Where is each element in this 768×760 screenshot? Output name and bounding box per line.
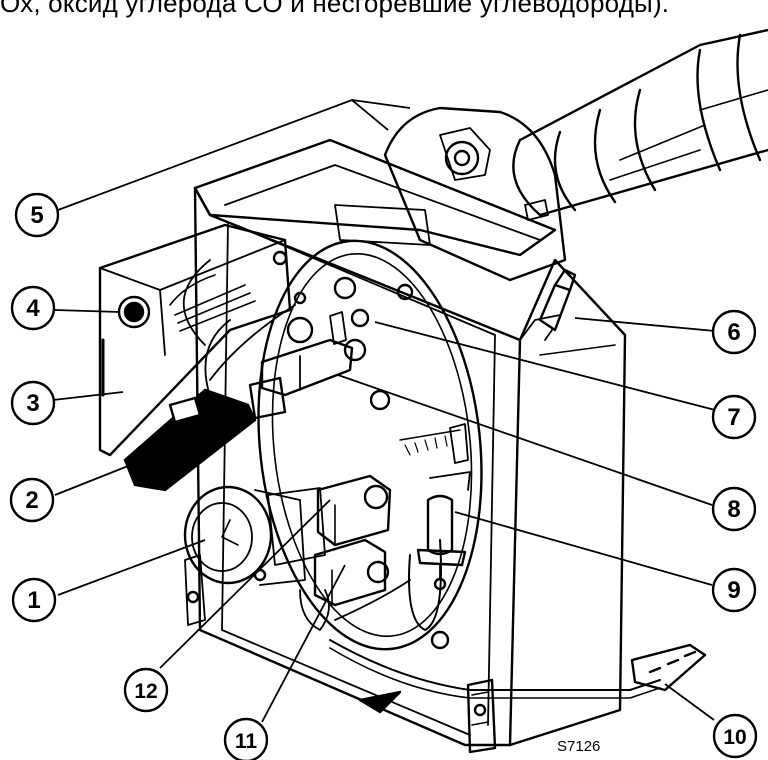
air-damper-disc xyxy=(257,239,483,651)
leader-5 xyxy=(57,98,389,211)
callout-circle xyxy=(123,667,169,713)
leader-8 xyxy=(337,374,713,506)
mounting-flange xyxy=(383,106,567,282)
callout-4: 4 xyxy=(10,285,56,331)
callout-label: 7 xyxy=(727,404,740,431)
callout-6: 6 xyxy=(711,309,757,355)
header-text: Ох, оксид углерода СО и несгоревшие угле… xyxy=(0,0,670,18)
leader-1 xyxy=(57,539,206,596)
leader-11 xyxy=(261,564,346,723)
callout-circle xyxy=(711,567,757,613)
callout-label: 12 xyxy=(134,680,157,703)
callout-circle xyxy=(711,309,757,355)
control-unit xyxy=(123,388,257,492)
callout-7: 7 xyxy=(711,394,757,440)
photocell xyxy=(538,268,577,341)
callout-5: 5 xyxy=(14,192,60,238)
callout-8: 8 xyxy=(711,486,757,532)
ignition-transformer xyxy=(182,259,367,420)
callout-label: 4 xyxy=(26,295,40,322)
gas-valve-pilot xyxy=(299,538,411,631)
callout-label: 1 xyxy=(27,587,40,614)
leader-lines xyxy=(52,98,716,723)
drawing-code: S7126 xyxy=(557,738,601,755)
callout-3: 3 xyxy=(10,380,56,426)
callout-circle xyxy=(14,192,60,238)
callout-label: 6 xyxy=(727,319,740,346)
gas-pipe xyxy=(329,539,661,699)
callout-1: 1 xyxy=(11,577,57,623)
bottom-bracket xyxy=(184,554,497,754)
callout-circle xyxy=(11,577,57,623)
callout-circle xyxy=(711,394,757,440)
callout-circle xyxy=(10,380,56,426)
leader-12 xyxy=(159,499,331,669)
callout-12: 12 xyxy=(123,667,169,713)
air-pressure-switch xyxy=(416,423,471,591)
callout-11: 11 xyxy=(223,717,269,760)
callout-circle xyxy=(712,713,758,759)
callout-9: 9 xyxy=(711,567,757,613)
front-plate xyxy=(193,186,627,747)
leader-10 xyxy=(664,683,715,721)
cover-top xyxy=(193,138,557,257)
callout-circle xyxy=(9,477,55,523)
plug-connector xyxy=(630,643,707,692)
leader-6 xyxy=(574,317,716,332)
leader-7 xyxy=(374,321,716,411)
callout-circle xyxy=(10,285,56,331)
callout-10: 10 xyxy=(712,713,758,759)
callout-label: 5 xyxy=(30,202,43,229)
pressure-switch xyxy=(183,485,306,586)
callout-2: 2 xyxy=(9,477,55,523)
callout-label: 8 xyxy=(727,496,740,523)
callout-label: 10 xyxy=(723,726,746,749)
callout-circle xyxy=(223,717,269,760)
control-box xyxy=(98,223,307,457)
leader-5b xyxy=(351,99,411,109)
leader-9 xyxy=(454,511,713,586)
blast-tube xyxy=(512,28,768,217)
callout-label: 2 xyxy=(25,487,38,514)
leader-2 xyxy=(54,461,139,496)
leader-3 xyxy=(52,391,124,401)
callout-label: 9 xyxy=(727,577,740,604)
callout-circle xyxy=(711,486,757,532)
callout-label: 3 xyxy=(26,390,39,417)
gas-valve-main xyxy=(267,474,392,566)
callout-label: 11 xyxy=(235,730,258,753)
leader-4 xyxy=(54,309,121,313)
